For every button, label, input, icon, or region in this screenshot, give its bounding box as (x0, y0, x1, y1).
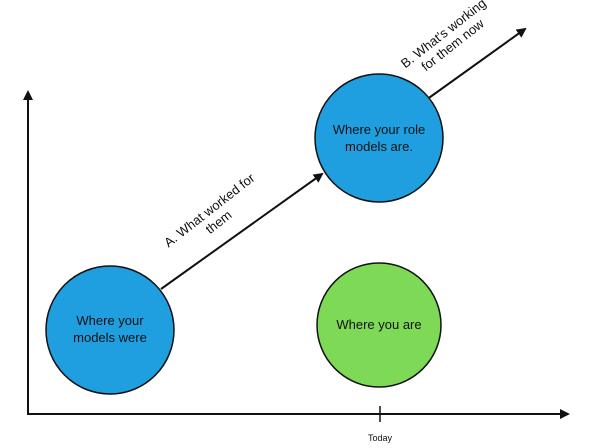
arrow-a-label: A. What worked for them (161, 170, 258, 250)
svg-text:models were: models were (73, 330, 147, 345)
svg-text:A. What worked for: A. What worked for (161, 170, 258, 250)
svg-text:models are.: models are. (345, 139, 413, 154)
arrow-b-label: B. What's working for them now (398, 0, 489, 74)
circle-you: Where you are (316, 262, 442, 388)
circle-role-models: Where your role models are. (314, 73, 444, 203)
svg-text:Where your: Where your (76, 313, 144, 328)
today-tick-label: Today (368, 433, 393, 443)
svg-text:Where you are: Where you are (336, 317, 421, 332)
arrow-b (425, 27, 527, 101)
arrow-a (160, 172, 324, 290)
svg-text:Where your role: Where your role (333, 122, 425, 137)
circle-past-models: Where your models were (45, 265, 175, 395)
